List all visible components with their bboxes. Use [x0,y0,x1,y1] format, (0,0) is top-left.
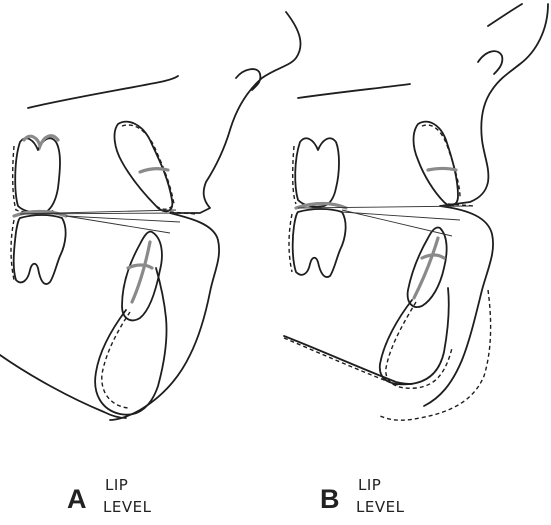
panel-a-caption: A LIP LEVEL [67,478,157,523]
panel-a-letter: A [67,486,87,513]
panel-a-palatal-plane [28,76,178,108]
panel-b-caption-word2: LEVEL [356,500,404,515]
panel-a-caption-word2: LEVEL [103,500,151,515]
panel-b-soft-tissue-profile [424,4,548,406]
panel-b-letter: B [320,486,340,513]
panel-b-symphysis [380,288,449,384]
panel-a-upper-incisor [115,122,173,212]
panel-b-forehead-line [488,4,522,26]
panel-b-caption: B LIP LEVEL [320,478,410,523]
panel-a-soft-tissue-profile [110,12,301,420]
panel-b-tracing [284,4,548,420]
panel-a-caption-word1: LIP [105,478,128,493]
panel-b-upper-molar [295,138,339,206]
panel-a-upper-molar [15,138,60,212]
panel-b-mandibular-border [284,336,412,384]
panel-a-lower-molar [14,215,66,284]
panel-b-palatal-plane [298,84,410,98]
panel-a-nose-contour [236,69,260,90]
panel-b-upper-incisor [414,122,459,206]
panel-b-caption-word1: LIP [358,478,381,493]
panel-b-lower-molar [293,209,346,277]
panel-b-nose-contour [478,51,502,74]
panel-a-tracing [0,12,301,420]
